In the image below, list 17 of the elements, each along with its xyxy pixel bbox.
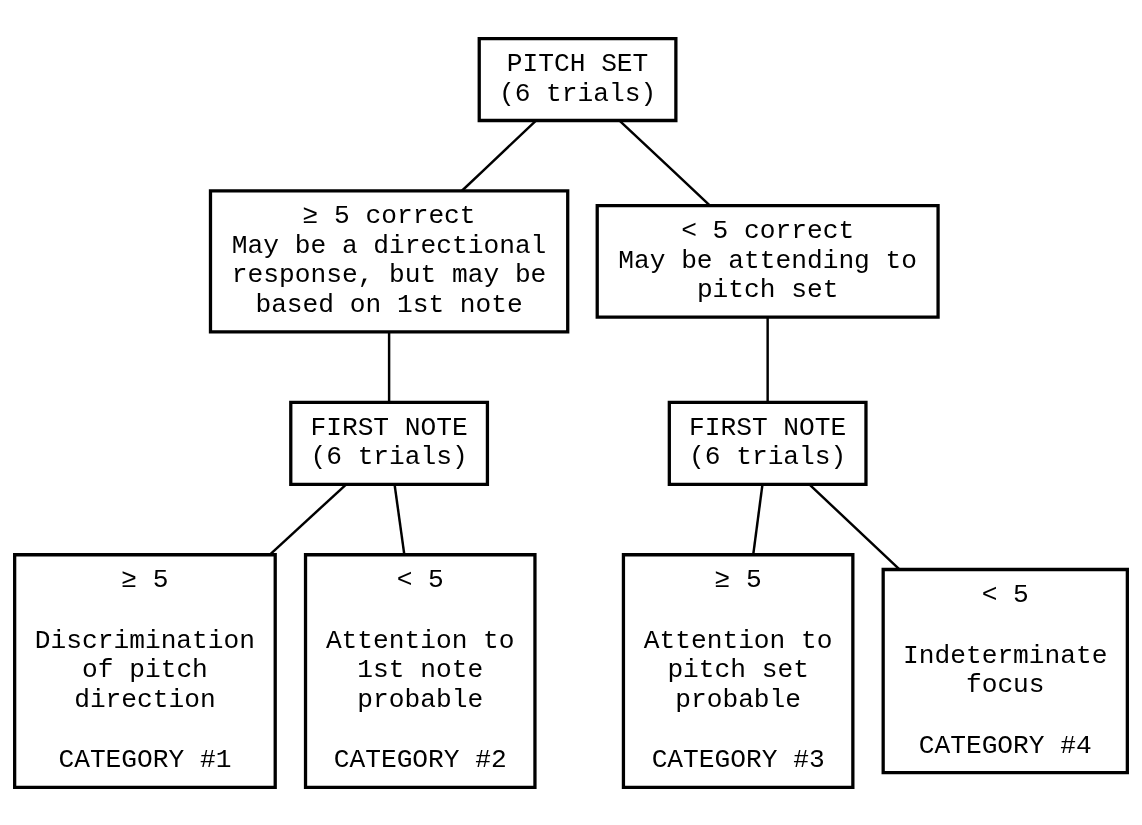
node-box: ≥ 5 Attention to pitch set probable CATEGORY #3 bbox=[621, 552, 855, 789]
node-box: ≥ 5 correct May be a directional response, but may be based on 1st note bbox=[208, 188, 570, 333]
connector bbox=[766, 317, 769, 402]
node-box: FIRST NOTE (6 trials) bbox=[667, 400, 868, 486]
connector bbox=[387, 331, 391, 402]
node-box: FIRST NOTE (6 trials) bbox=[289, 400, 490, 486]
connector bbox=[618, 119, 711, 206]
connector bbox=[393, 483, 406, 555]
connector bbox=[752, 483, 764, 555]
node-box: < 5 Indeterminate focus CATEGORY #4 bbox=[881, 567, 1129, 774]
node-box: < 5 Attention to 1st note probable CATEGORY #2 bbox=[303, 552, 537, 789]
connector bbox=[461, 119, 537, 192]
node-box: < 5 correct May be attending to pitch set bbox=[595, 203, 940, 319]
connector bbox=[808, 483, 901, 570]
node-box: PITCH SET (6 trials) bbox=[477, 36, 678, 122]
node-box: ≥ 5 Discrimination of pitch direction CATEGORY #1 bbox=[13, 552, 277, 789]
connector bbox=[269, 483, 347, 555]
